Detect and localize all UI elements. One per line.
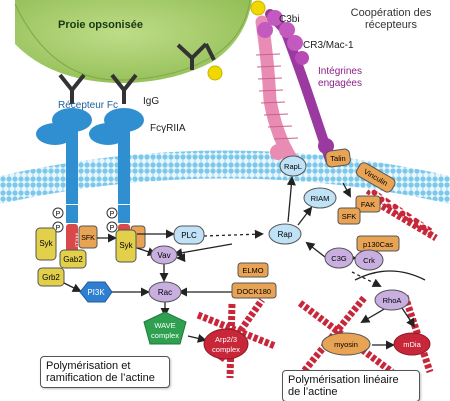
gab2-node xyxy=(59,249,87,269)
svg-text:P: P xyxy=(110,225,115,232)
mdia-label: mDia xyxy=(403,340,421,349)
prey-label: Proie opsonisée xyxy=(58,19,143,31)
sfk-label-integrin: SFK xyxy=(342,212,357,221)
plc-node xyxy=(173,225,205,245)
talin-node xyxy=(325,148,351,168)
crk-label: Crk xyxy=(363,256,375,265)
pi3k-label: PI3K xyxy=(87,288,105,297)
grb2-node xyxy=(37,267,65,287)
c3bi-ligand xyxy=(207,65,223,81)
fak-node xyxy=(355,195,381,213)
syk-label-left: Syk xyxy=(39,239,53,248)
pi3k-node xyxy=(79,281,113,303)
plc-label: PLC xyxy=(181,231,197,240)
svg-text:P: P xyxy=(56,225,61,232)
fcgr-label: FcγRIIA xyxy=(150,123,186,134)
mdia-node xyxy=(393,332,431,356)
c3bi-label: C3bi xyxy=(279,14,300,25)
svg-text:P: P xyxy=(56,211,61,218)
rap-label: Rap xyxy=(278,230,293,239)
signaling-arrows xyxy=(61,176,416,350)
rap-node xyxy=(268,223,302,245)
igg-label: IgG xyxy=(143,96,159,107)
cr3-label: CR3/Mac-1 xyxy=(303,40,354,51)
rac-label: Rac xyxy=(158,288,172,297)
c3g-label: C3G xyxy=(331,254,347,263)
crk-node xyxy=(354,249,384,271)
cooperation-label-2: récepteurs xyxy=(365,19,417,31)
fak-label: FAK xyxy=(361,200,375,209)
wave-label-2: complex xyxy=(151,331,179,340)
rhoa-node xyxy=(374,289,410,311)
arp-label-2: complex xyxy=(212,345,240,354)
cooperation-label-1: Coopération des xyxy=(351,7,432,19)
rapl-node xyxy=(279,155,307,177)
riam-label: RIAM xyxy=(311,194,330,203)
wave-complex-node xyxy=(143,311,187,345)
integrins-label-2: engagées xyxy=(318,78,362,89)
igg-bound-c3bi xyxy=(176,42,216,70)
svg-text:P: P xyxy=(110,211,115,218)
sfk-node-integrin xyxy=(337,207,361,225)
sfk-node-left xyxy=(78,225,98,249)
elmo-node xyxy=(237,262,269,278)
branched-caption-line-2: ramification de l’actine xyxy=(46,372,155,384)
gab2-label: Gab2 xyxy=(63,255,83,264)
cr3-integrin xyxy=(255,9,335,167)
syk-label-right: Syk xyxy=(119,241,133,250)
c3g-node xyxy=(324,247,354,269)
linear-caption-line-2: de l’actine xyxy=(288,386,338,398)
sfk-label-left: SFK xyxy=(81,235,95,242)
linear-actin-caption: Polymérisation linéaire de l’actine xyxy=(282,370,420,401)
rapl-label: RapL xyxy=(284,162,302,171)
c3bi-ligand-top xyxy=(250,0,266,16)
riam-node xyxy=(303,187,337,209)
rhoa-regulation-bracket xyxy=(354,270,426,281)
myosin-node xyxy=(321,332,371,356)
elmo-label: ELMO xyxy=(242,266,263,275)
branched-actin-caption: Polymérisation et ramification de l’acti… xyxy=(40,356,170,388)
vav-node xyxy=(150,245,178,265)
talin-label: Talin xyxy=(330,154,345,163)
dock180-label: DOCK180 xyxy=(237,287,271,296)
p130cas-node xyxy=(356,235,400,252)
igg-antibody xyxy=(58,73,138,104)
syk-node-left xyxy=(35,227,57,261)
myosin-label: myosin xyxy=(334,340,358,349)
dock180-node xyxy=(231,282,277,299)
vinculin-node xyxy=(356,162,396,193)
branched-caption-line-1: Polymérisation et xyxy=(46,360,131,372)
rac-node xyxy=(148,281,182,303)
wave-label-1: WAVE xyxy=(154,321,175,330)
arp-label-1: Arp2/3 xyxy=(215,335,237,344)
integrins-label-1: Intégrines xyxy=(318,66,362,77)
fc-receptor-label: Récepteur Fc xyxy=(58,100,118,111)
p130cas-label: p130Cas xyxy=(363,240,393,249)
grb2-label: Grb2 xyxy=(42,273,60,282)
vav-label: Vav xyxy=(157,251,170,260)
fc-receptor-left xyxy=(36,108,92,254)
arp23-complex-node xyxy=(203,328,249,360)
syk-node-right xyxy=(115,229,137,263)
rhoa-label: RhoA xyxy=(383,296,402,305)
linear-caption-line-1: Polymérisation linéaire xyxy=(288,374,399,386)
